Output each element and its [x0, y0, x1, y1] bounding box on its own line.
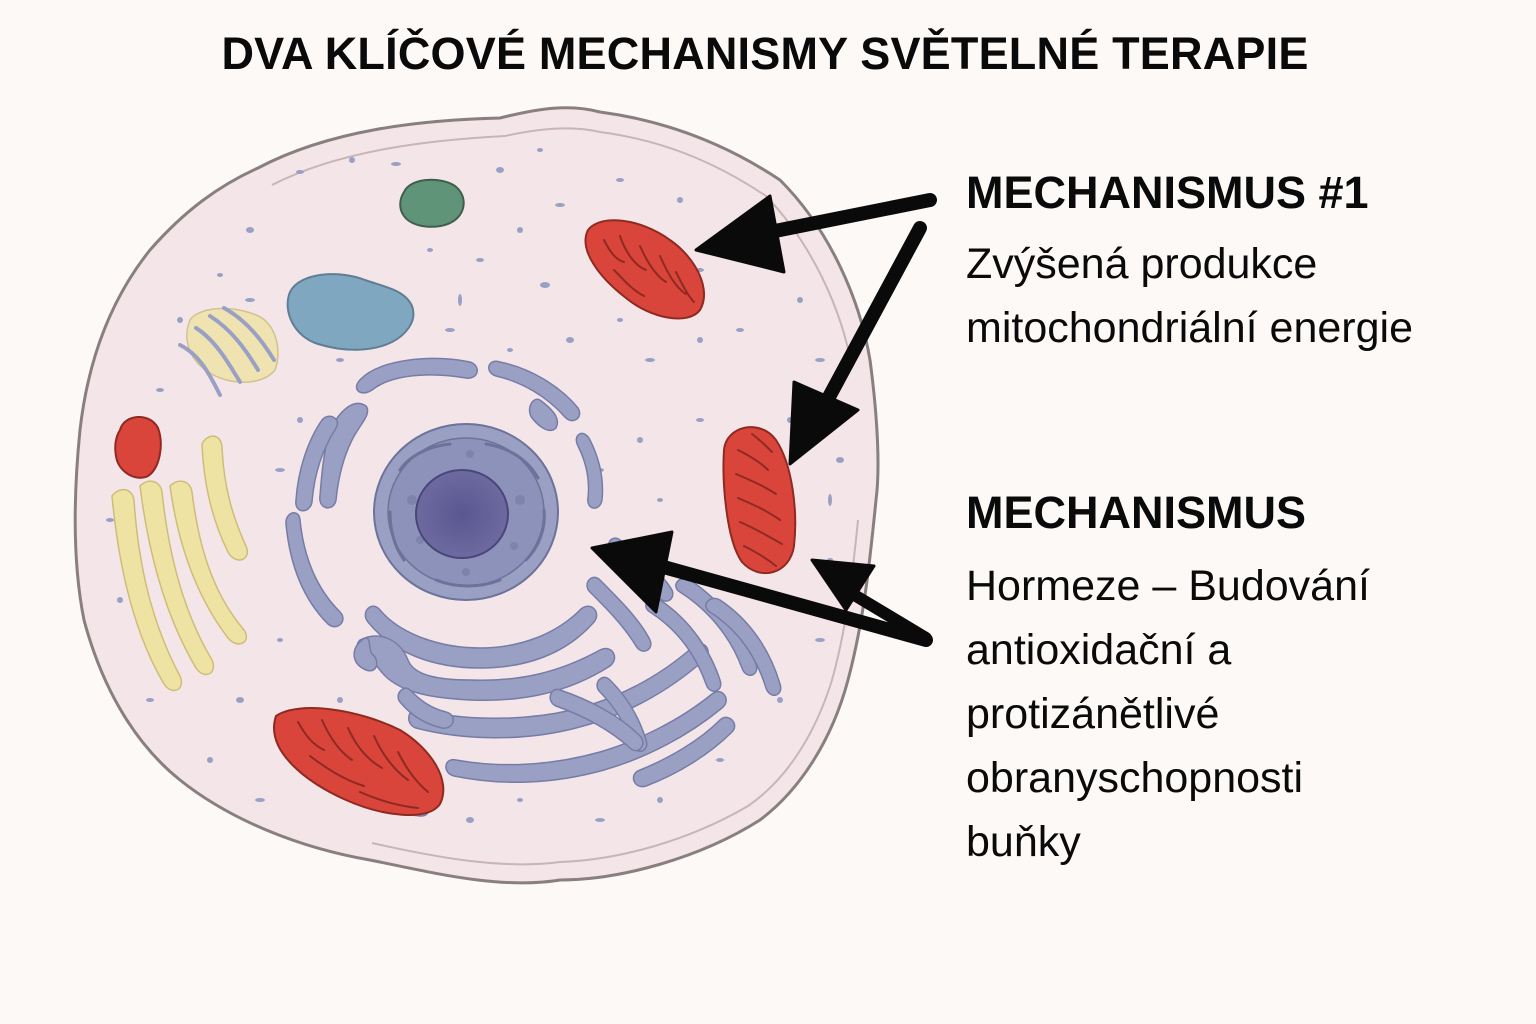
arrow-to-mitochondrion-lower — [850, 590, 932, 644]
arrow-head-2 — [788, 380, 860, 466]
mechanism-2-heading: MECHANISMUS — [966, 487, 1307, 538]
mechanism-1-line-1: Zvýšená produkce — [966, 240, 1318, 288]
page-title: DVA KLÍČOVÉ MECHANISMY SVĚTELNÉ TERAPIE — [221, 28, 1309, 79]
mitochondrion-right — [722, 426, 797, 575]
arrows — [590, 193, 937, 647]
arrow-to-nucleus — [653, 559, 933, 647]
nucleolus — [415, 469, 509, 559]
arrow-to-mitochondrion-right — [815, 221, 927, 417]
mitochondrion-left — [114, 416, 162, 479]
mechanism-2-line-2: antioxidační a — [966, 626, 1232, 674]
mechanism-1-label: MECHANISMUS #1 Zvýšená produkce mitochon… — [966, 166, 1413, 360]
nucleus — [373, 423, 559, 601]
green-vesicle — [399, 178, 465, 228]
mitochondrion-top — [584, 219, 705, 320]
arrow-head-4 — [810, 558, 876, 612]
mechanism-2-line-5: buňky — [966, 818, 1081, 866]
mechanism-2-line-3: protizánětlivé — [966, 690, 1220, 738]
arrow-head-3 — [590, 530, 674, 614]
golgi-stack — [111, 435, 249, 692]
arrow-head-1 — [694, 194, 786, 274]
mechanism-1-heading: MECHANISMUS #1 — [966, 167, 1369, 218]
mechanism-2-line-1: Hormeze – Budování — [966, 562, 1370, 610]
mitochondrion-bottom — [273, 707, 445, 816]
mechanism-2-label: MECHANISMUS Hormeze – Budování antioxida… — [966, 486, 1370, 874]
mechanism-1-line-2: mitochondriální energie — [966, 304, 1413, 352]
vacuole — [286, 273, 415, 351]
mechanism-2-line-4: obranyschopnosti — [966, 754, 1304, 802]
